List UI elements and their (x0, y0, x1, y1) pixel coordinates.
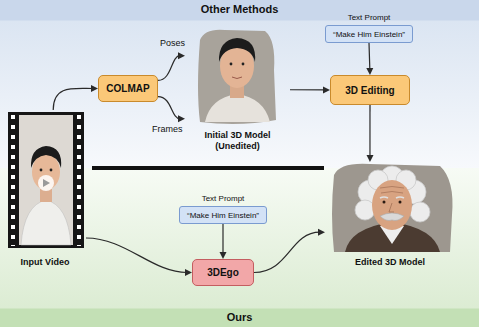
connector (366, 43, 373, 75)
film-strip-part (77, 115, 81, 246)
connector-line (222, 224, 223, 254)
arrowhead (178, 115, 185, 122)
connector (53, 85, 98, 110)
connector (220, 224, 227, 259)
initial-model-render-part (242, 63, 245, 66)
edited-model-render-part (372, 180, 412, 230)
connector-line (86, 238, 187, 273)
film-strip-part (38, 175, 54, 191)
prompt-box: Text Prompt “Make Him Einstein” (325, 12, 413, 43)
image-node: Initial 3D Model (Unedited) (185, 28, 290, 154)
prompt-text: “Make Him Einstein” (333, 30, 405, 39)
film-strip (8, 112, 84, 248)
connector-line (368, 43, 370, 70)
initial-model-render-part (198, 30, 276, 124)
arrowhead (178, 52, 185, 59)
box-label: 3DEgo (207, 267, 239, 278)
edited-model-render-part (380, 187, 404, 194)
edited-model-render-part (380, 197, 404, 198)
box-label: 3D Editing (345, 85, 394, 96)
connector (366, 105, 373, 162)
edited-model-render-part (389, 203, 394, 212)
divider-line (92, 166, 324, 170)
connector-line (158, 97, 180, 119)
edited-model-render-part (332, 164, 453, 252)
initial-model-render-part (205, 94, 270, 122)
edited-model-render-part (383, 201, 386, 204)
process-box: 3D Editing (330, 75, 410, 105)
image-caption: Input Video (21, 257, 70, 268)
box-label: COLMAP (106, 83, 149, 94)
prompt-frame: “Make Him Einstein” (325, 25, 413, 43)
connector (290, 86, 330, 93)
section-title: Ours (227, 311, 253, 324)
edited-model-render-part (355, 200, 375, 220)
connector-line (254, 232, 320, 272)
film-strip-part (19, 115, 73, 245)
film-strip-part (40, 169, 43, 172)
arrowhead (318, 229, 325, 236)
prompt-frame: “Make Him Einstein” (179, 206, 267, 224)
arrowhead (366, 155, 373, 162)
edge-label-holder: Poses (160, 38, 185, 49)
arrowhead (323, 86, 330, 93)
initial-model-render (198, 30, 276, 124)
initial-model-render-part (230, 63, 233, 66)
prompt-box: Text Prompt “Make Him Einstein” (179, 193, 267, 224)
connector (158, 97, 185, 123)
connector-line (369, 105, 370, 157)
process-box: COLMAP (98, 75, 158, 102)
film-strip-part (50, 169, 53, 172)
edited-model-render-part (410, 202, 430, 222)
prompt-text: “Make Him Einstein” (187, 211, 259, 220)
film-strip-part (11, 115, 15, 246)
connector-line (53, 88, 93, 110)
connector-line (290, 89, 325, 90)
arrowhead (366, 68, 373, 75)
prompt-heading: Text Prompt (348, 12, 391, 23)
initial-model-render-part (232, 77, 242, 79)
edge-label: Poses (160, 38, 185, 49)
edge-label: Frames (152, 124, 183, 135)
film-strip-part (21, 200, 71, 245)
connector (254, 229, 325, 273)
arrowhead (185, 269, 192, 276)
arrowhead (220, 252, 227, 259)
image-node: Input Video (4, 110, 86, 270)
initial-model-render-part (219, 38, 255, 62)
image-caption: Edited 3D Model (355, 257, 425, 268)
process-box: 3DEgo (192, 259, 254, 286)
section-title: Other Methods (201, 3, 279, 16)
edge-label-holder: Frames (152, 124, 183, 135)
film-strip-part (43, 179, 50, 187)
edited-model-render-part (399, 201, 402, 204)
connector (86, 238, 192, 276)
arrowhead (91, 85, 98, 92)
film-strip-part (8, 112, 84, 248)
connector (158, 52, 185, 80)
film-strip-part (32, 154, 60, 190)
prompt-heading: Text Prompt (202, 193, 245, 204)
image-caption: Initial 3D Model (Unedited) (185, 130, 290, 152)
film-strip-part (31, 146, 61, 168)
connector-line (158, 56, 180, 81)
image-node: Edited 3D Model (325, 162, 455, 270)
edited-model-render (332, 164, 453, 252)
edited-model-render-part (380, 213, 404, 221)
